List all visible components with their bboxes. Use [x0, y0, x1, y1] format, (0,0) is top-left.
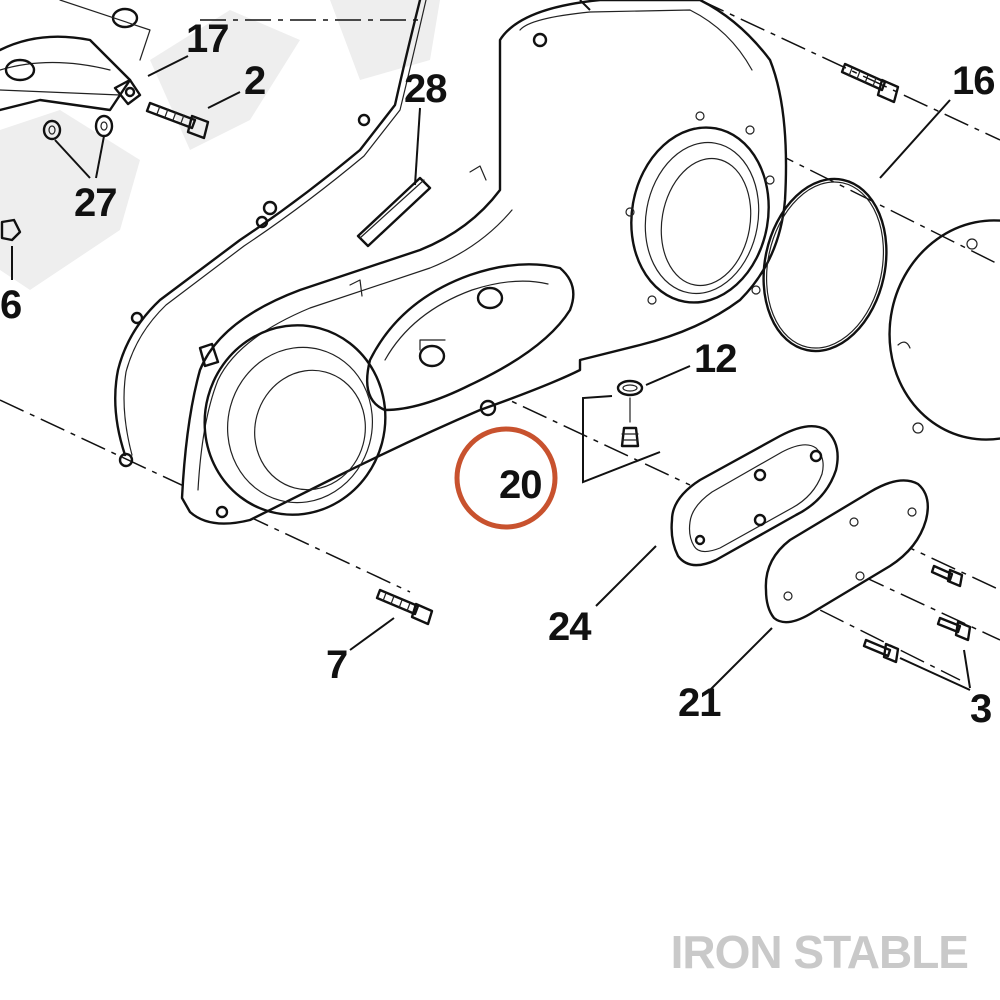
label-27: 27 [74, 181, 117, 225]
part-16-bolt [840, 62, 900, 104]
part-20-group-bracket [582, 395, 661, 484]
part-12-o-ring [616, 379, 644, 397]
label-16: 16 [952, 59, 995, 103]
part-16-o-ring [762, 177, 888, 353]
label-21: 21 [678, 681, 721, 725]
part-20-plug [620, 397, 640, 448]
engine-case-fragment [0, 0, 151, 112]
label-28: 28 [404, 67, 447, 111]
iron-stable-watermark: IRON STABLE [671, 926, 968, 978]
label-24: 24 [548, 605, 592, 649]
part-number-labels: 17 2 28 16 27 6 12 20 24 7 21 3 [0, 17, 996, 731]
part-7-bolt [375, 588, 434, 626]
derby-cover [888, 219, 1000, 441]
label-3: 3 [970, 687, 991, 731]
part-6-nut [0, 218, 22, 242]
label-6: 6 [0, 283, 21, 327]
label-17: 17 [186, 17, 229, 61]
label-7: 7 [326, 643, 347, 687]
label-2: 2 [244, 59, 265, 103]
primary-cover [180, 0, 788, 525]
part-21-inspection-cover [764, 479, 929, 624]
part-2-bolt [145, 101, 210, 140]
part-20-highlight-ring [454, 426, 558, 530]
part-24-gasket [670, 424, 839, 567]
label-20: 20 [499, 463, 542, 507]
label-12: 12 [694, 337, 737, 381]
primary-cover-gasket [114, 0, 427, 468]
part-17-bracket [113, 78, 142, 106]
leader-lines [11, 0, 971, 691]
part-3-screws [862, 564, 972, 664]
